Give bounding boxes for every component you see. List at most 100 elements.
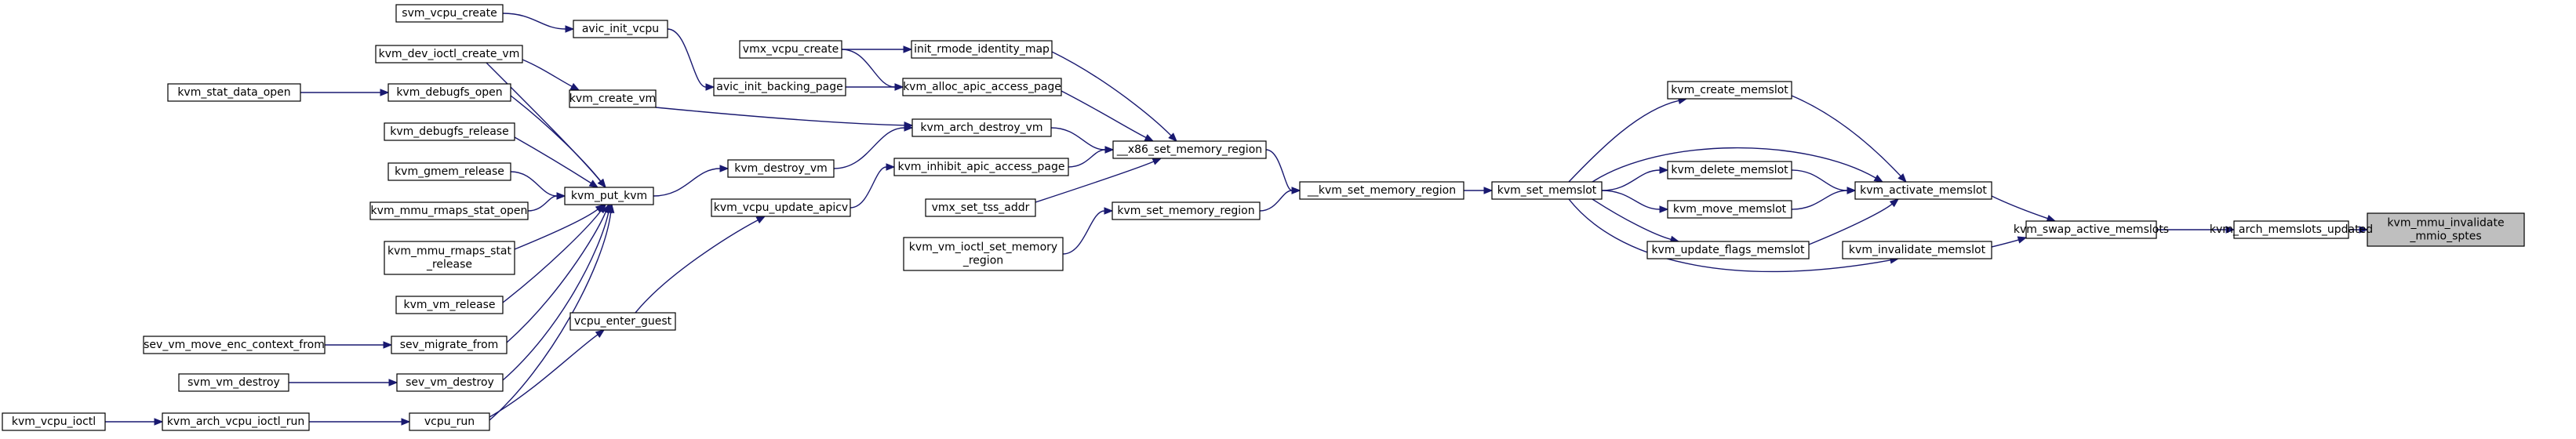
function-node[interactable]: init_rmode_identity_map (911, 40, 1053, 59)
call-edge-arrowhead (903, 45, 913, 53)
function-node-box[interactable] (1854, 181, 1992, 200)
function-node[interactable]: kvm_mmu_rmaps_stat_open (369, 201, 529, 220)
call-edge-arrowhead (1659, 166, 1669, 174)
function-node[interactable]: kvm_alloc_apic_access_page (902, 78, 1062, 96)
function-node[interactable]: vcpu_enter_guest (569, 312, 676, 331)
function-node-box[interactable] (396, 373, 504, 392)
function-node-label: __kvm_set_memory_region (1307, 184, 1456, 197)
function-node-box[interactable] (1491, 181, 1603, 200)
function-node-label: svm_vcpu_create (402, 7, 497, 20)
function-node[interactable]: kvm_move_memslot (1667, 200, 1792, 219)
function-node-box[interactable] (384, 241, 515, 275)
function-node[interactable]: sev_vm_destroy (396, 373, 504, 392)
function-node[interactable]: kvm_stat_data_open (167, 83, 301, 102)
function-node-box[interactable] (739, 40, 842, 59)
function-node[interactable]: kvm_vcpu_ioctl (2, 412, 106, 431)
function-node[interactable]: avic_init_vcpu (573, 20, 668, 38)
function-node[interactable]: kvm_inhibit_apic_access_page (893, 158, 1069, 176)
function-node-box[interactable] (1667, 200, 1792, 219)
function-node-box[interactable] (1667, 161, 1792, 180)
function-node[interactable]: __kvm_set_memory_region (1299, 181, 1464, 200)
function-node-box[interactable] (1112, 140, 1267, 159)
call-edge (1035, 161, 1155, 203)
function-node-box[interactable] (893, 158, 1069, 176)
function-node[interactable]: kvm_destroy_vm (727, 159, 835, 178)
function-node[interactable]: kvm_update_flags_memslot (1646, 241, 1810, 259)
function-node-box[interactable] (569, 312, 676, 331)
function-node[interactable]: kvm_invalidate_memslot (1842, 241, 1992, 259)
function-node-box[interactable] (573, 20, 668, 38)
function-node[interactable]: kvm_debugfs_open (387, 83, 511, 102)
function-node[interactable]: sev_migrate_from (391, 336, 508, 354)
function-node[interactable]: kvm_activate_memslot (1854, 181, 1992, 200)
function-node-box[interactable] (178, 373, 289, 392)
function-node-box[interactable] (903, 237, 1064, 271)
function-node-box[interactable] (1667, 81, 1792, 100)
function-node[interactable]: vmx_vcpu_create (739, 40, 842, 59)
function-node[interactable]: kvm_put_kvm (564, 187, 654, 205)
function-node-box[interactable] (925, 198, 1036, 217)
function-node-box[interactable] (387, 162, 511, 181)
function-node[interactable]: kvm_swap_active_memslots (2014, 220, 2169, 239)
function-node-box[interactable] (2367, 212, 2525, 247)
function-node-box[interactable] (1112, 201, 1261, 220)
function-node-label: kvm_swap_active_memslots (2014, 223, 2169, 236)
function-node-box[interactable] (1299, 181, 1464, 200)
call-edge (1568, 100, 1679, 183)
function-node[interactable]: kvm_create_vm (569, 89, 657, 108)
function-node[interactable]: kvm_vm_ioctl_set_memory_region (903, 237, 1064, 271)
function-node-box[interactable] (387, 83, 511, 102)
function-node[interactable]: kvm_arch_destroy_vm (911, 118, 1052, 137)
function-node-box[interactable] (395, 296, 504, 314)
function-node[interactable]: kvm_debugfs_release (384, 122, 515, 141)
function-node[interactable]: vcpu_run (409, 412, 490, 431)
function-node[interactable]: kvm_arch_memslots_updated (2210, 220, 2373, 239)
function-node[interactable]: kvm_vm_release (395, 296, 504, 314)
function-node[interactable]: avic_init_backing_page (713, 78, 846, 96)
function-node-box[interactable] (569, 89, 657, 108)
function-node-box[interactable] (409, 412, 490, 431)
function-node-box[interactable] (711, 198, 851, 217)
function-node-box[interactable] (2025, 220, 2157, 239)
call-edge (667, 28, 707, 88)
function-node[interactable]: kvm_set_memslot (1491, 181, 1603, 200)
function-node[interactable]: kvm_vcpu_update_apicv (711, 198, 851, 217)
function-node-box[interactable] (167, 83, 301, 102)
function-node[interactable]: kvm_arch_vcpu_ioctl_run (162, 412, 310, 431)
function-node-label: sev_vm_move_enc_context_from (144, 339, 325, 351)
function-node-box[interactable] (727, 159, 835, 178)
function-node[interactable]: svm_vcpu_create (395, 4, 504, 23)
function-node[interactable]: __x86_set_memory_region (1112, 140, 1267, 159)
function-node-box[interactable] (1646, 241, 1810, 259)
call-edge (1991, 239, 2019, 248)
function-node-box[interactable] (911, 40, 1053, 59)
function-node[interactable]: kvm_dev_ioctl_create_vm (375, 45, 523, 63)
function-node[interactable]: kvm_create_memslot (1667, 81, 1792, 100)
call-edge (655, 107, 905, 126)
function-node-box[interactable] (564, 187, 654, 205)
function-node[interactable]: kvm_set_memory_region (1112, 201, 1261, 220)
function-node-box[interactable] (384, 122, 515, 141)
call-edge-arrowhead (401, 418, 411, 426)
function-node-box[interactable] (2, 412, 106, 431)
function-node[interactable]: sev_vm_move_enc_context_from (143, 336, 326, 354)
function-node-box[interactable] (1842, 241, 1992, 259)
function-node-box[interactable] (143, 336, 326, 354)
function-node-box[interactable] (713, 78, 846, 96)
function-node[interactable]: kvm_delete_memslot (1667, 161, 1792, 180)
function-node-box[interactable] (911, 118, 1052, 137)
function-node-box[interactable] (2233, 220, 2349, 239)
function-node[interactable]: svm_vm_destroy (178, 373, 289, 392)
function-node-box[interactable] (369, 201, 529, 220)
function-node[interactable]: vmx_set_tss_addr (925, 198, 1036, 217)
function-node[interactable]: kvm_mmu_rmaps_stat_release (384, 241, 515, 275)
function-node-box[interactable] (395, 4, 504, 23)
function-node[interactable]: kvm_mmu_invalidate_mmio_sptes (2367, 212, 2525, 247)
function-node-box[interactable] (162, 412, 310, 431)
function-node-label: kvm_activate_memslot (1860, 184, 1987, 197)
function-node-box[interactable] (902, 78, 1062, 96)
function-node-label: kvm_vm_ioctl_set_memory (909, 241, 1057, 254)
function-node[interactable]: kvm_gmem_release (387, 162, 511, 181)
function-node-box[interactable] (375, 45, 523, 63)
function-node-box[interactable] (391, 336, 508, 354)
